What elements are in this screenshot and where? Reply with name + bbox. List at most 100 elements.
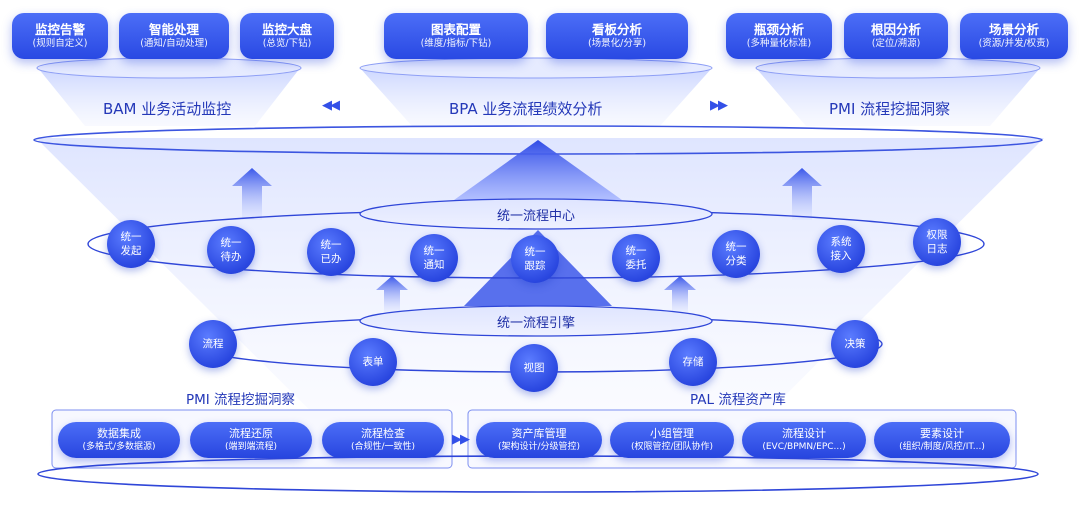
- top-button-smart-processing[interactable]: 智能处理 (通知/自动处理): [119, 13, 229, 59]
- pill-subtitle: (合规性/一致性): [350, 442, 416, 452]
- pill-subtitle: (权限管控/团队协作): [630, 442, 714, 452]
- pill-process-check[interactable]: 流程检查 (合规性/一致性): [322, 422, 444, 458]
- node-unified-delegate[interactable]: 统一委托: [612, 234, 660, 282]
- pill-title: 资产库管理: [511, 427, 567, 440]
- top-button-chart-config[interactable]: 图表配置 (维度/指标/下钻): [384, 13, 528, 59]
- node-line2: 分类: [725, 255, 747, 267]
- right-funnel: [756, 68, 1040, 126]
- button-subtitle: (维度/指标/下钻): [420, 38, 492, 49]
- node-line1: 流程: [202, 338, 224, 350]
- button-title: 图表配置: [430, 22, 481, 37]
- pill-process-design[interactable]: 流程设计 (EVC/BPMN/EPC...): [742, 422, 866, 458]
- funnel-label-bam: BAM 业务活动监控: [103, 100, 232, 118]
- pill-title: 数据集成: [97, 427, 141, 440]
- up-arrow-lower-left: [376, 276, 408, 312]
- node-process[interactable]: 流程: [189, 320, 237, 368]
- center-funnel: [360, 68, 712, 126]
- double-chevron-right-icon: ▶▶: [452, 432, 470, 447]
- node-unified-track[interactable]: 统一跟踪: [511, 235, 559, 283]
- node-unified-initiate[interactable]: 统一发起: [107, 220, 155, 268]
- node-system-access[interactable]: 系统接入: [817, 225, 865, 273]
- center-triangle: [454, 140, 622, 200]
- pill-group-management[interactable]: 小组管理 (权限管控/团队协作): [610, 422, 734, 458]
- funnel-label-pmi: PMI 流程挖掘洞察: [829, 100, 951, 118]
- node-line1: 视图: [523, 362, 545, 374]
- node-line1: 统一: [320, 239, 342, 251]
- button-title: 根因分析: [870, 22, 921, 37]
- node-line1: 决策: [844, 338, 866, 350]
- double-chevron-right-icon: ▶▶: [710, 98, 728, 113]
- pill-process-restore[interactable]: 流程还原 (端到端流程): [190, 422, 312, 458]
- node-line2: 委托: [625, 259, 647, 271]
- pill-subtitle: (多格式/多数据源): [82, 442, 156, 452]
- node-line2: 通知: [423, 259, 445, 271]
- button-subtitle: (场景化/分享): [587, 38, 647, 49]
- node-line2: 日志: [926, 243, 948, 255]
- button-title: 看板分析: [591, 22, 642, 37]
- center-label-process-center: 统一流程中心: [496, 209, 575, 224]
- node-unified-notify[interactable]: 统一通知: [410, 234, 458, 282]
- node-unified-done[interactable]: 统一已办: [307, 228, 355, 276]
- center-label-process-engine: 统一流程引擎: [496, 316, 575, 331]
- button-title: 瓶颈分析: [753, 22, 804, 37]
- left-funnel: [38, 68, 300, 126]
- pill-element-design[interactable]: 要素设计 (组织/制度/风控/IT...): [874, 422, 1010, 458]
- top-button-board-analysis[interactable]: 看板分析 (场景化/分享): [546, 13, 688, 59]
- pill-data-integration[interactable]: 数据集成 (多格式/多数据源): [58, 422, 180, 458]
- node-line2: 跟踪: [524, 260, 546, 272]
- button-title: 智能处理: [148, 22, 199, 37]
- top-button-root-cause[interactable]: 根因分析 (定位/溯源): [844, 13, 948, 59]
- top-button-monitor-alert[interactable]: 监控告警 (规则自定义): [12, 13, 108, 59]
- button-subtitle: (资源/并发/权责): [978, 38, 1050, 49]
- button-title: 监控大盘: [261, 22, 312, 37]
- node-line1: 存储: [682, 356, 704, 368]
- pill-subtitle: (EVC/BPMN/EPC...): [762, 442, 846, 452]
- pill-subtitle: (架构设计/分级管控): [497, 442, 581, 452]
- up-arrow-lower-right: [664, 276, 696, 312]
- node-storage[interactable]: 存储: [669, 338, 717, 386]
- top-button-dashboard[interactable]: 监控大盘 (总览/下钻): [240, 13, 334, 59]
- button-title: 监控告警: [34, 22, 85, 37]
- double-chevron-left-icon: ◀◀: [322, 98, 340, 113]
- node-line2: 接入: [830, 250, 852, 262]
- upper-center-ellipse: [359, 198, 713, 230]
- up-arrow-left: [232, 168, 272, 220]
- node-line2: 已办: [320, 253, 342, 265]
- node-unified-todo[interactable]: 统一待办: [207, 226, 255, 274]
- node-line1: 统一: [725, 241, 747, 253]
- node-line1: 统一: [625, 245, 647, 257]
- node-line1: 系统: [830, 236, 852, 248]
- button-subtitle: (多种量化标准): [746, 38, 812, 49]
- node-line1: 表单: [362, 356, 384, 368]
- pill-title: 流程设计: [782, 427, 826, 440]
- node-view[interactable]: 视图: [510, 344, 558, 392]
- pill-title: 流程还原: [229, 427, 273, 440]
- node-permission-log[interactable]: 权限日志: [913, 218, 961, 266]
- section-label-pmi: PMI 流程挖掘洞察: [186, 392, 296, 408]
- funnel-label-bpa: BPA 业务流程绩效分析: [449, 100, 603, 118]
- pill-title: 要素设计: [920, 427, 964, 440]
- node-line1: 权限: [926, 229, 948, 241]
- node-unified-classify[interactable]: 统一分类: [712, 230, 760, 278]
- node-line1: 统一: [120, 231, 142, 243]
- lower-center-ellipse: [359, 305, 713, 337]
- top-button-bottleneck-analysis[interactable]: 瓶颈分析 (多种量化标准): [726, 13, 832, 59]
- node-line2: 待办: [220, 251, 242, 263]
- top-button-scenario-analysis[interactable]: 场景分析 (资源/并发/权责): [960, 13, 1068, 59]
- node-line1: 统一: [423, 245, 445, 257]
- pill-subtitle: (组织/制度/风控/IT...): [899, 442, 985, 452]
- node-line1: 统一: [524, 246, 546, 258]
- pill-subtitle: (端到端流程): [224, 442, 278, 452]
- node-line1: 统一: [220, 237, 242, 249]
- node-decision[interactable]: 决策: [831, 320, 879, 368]
- pill-title: 流程检查: [361, 427, 405, 440]
- button-subtitle: (规则自定义): [32, 38, 88, 49]
- node-line2: 发起: [120, 245, 142, 257]
- up-arrow-right: [782, 168, 822, 220]
- node-form[interactable]: 表单: [349, 338, 397, 386]
- pill-title: 小组管理: [650, 427, 694, 440]
- pill-asset-library[interactable]: 资产库管理 (架构设计/分级管控): [476, 422, 602, 458]
- section-label-pal: PAL 流程资产库: [690, 392, 786, 408]
